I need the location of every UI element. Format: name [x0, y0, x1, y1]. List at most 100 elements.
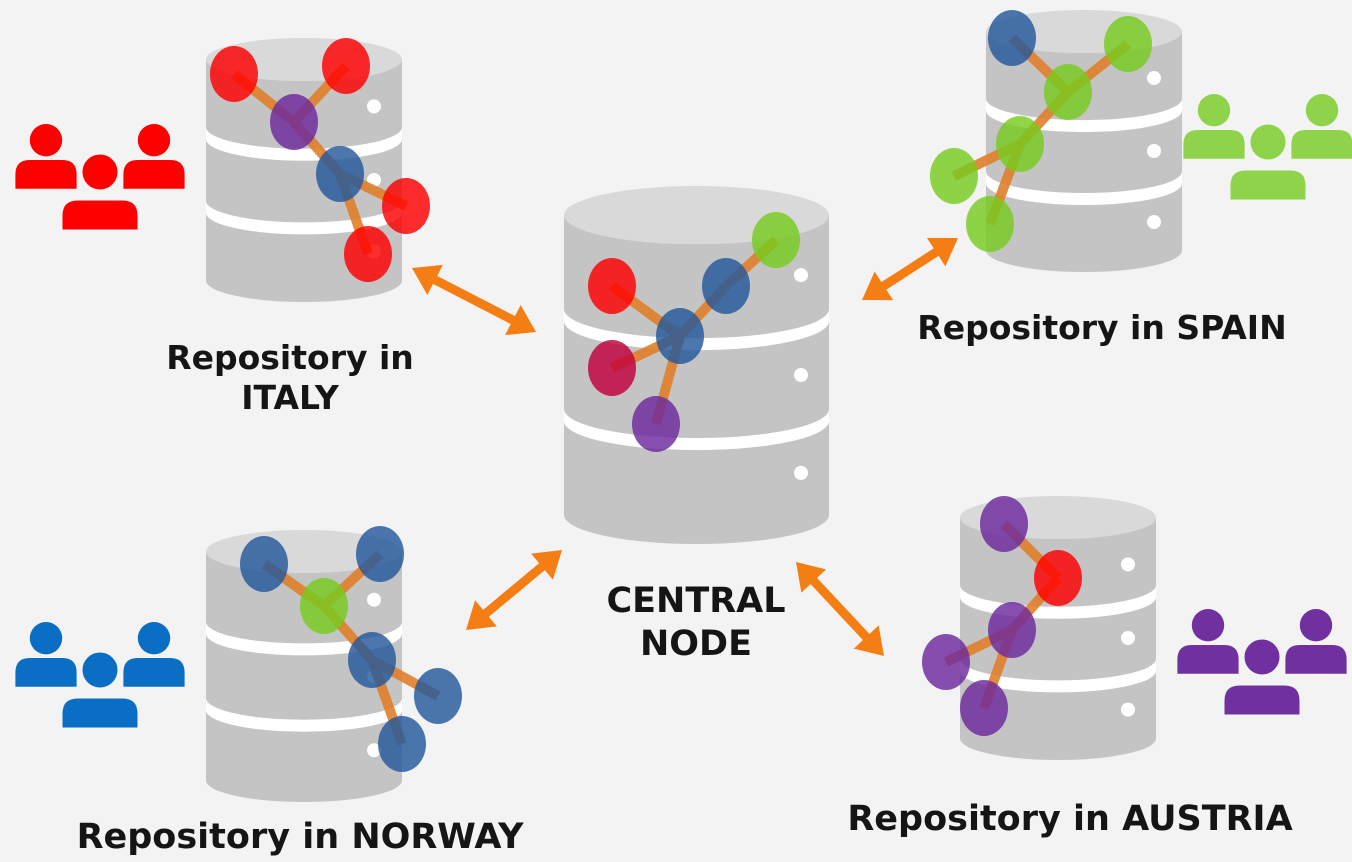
user-body: [1225, 165, 1311, 205]
arrow-shaft: [806, 574, 874, 644]
arrow-head: [466, 600, 497, 630]
graph-node-icon: [1034, 550, 1082, 606]
double-arrow-icon-austria: [796, 562, 884, 656]
user-body: [15, 160, 77, 189]
label-italy-line1: Repository in: [166, 338, 414, 377]
users-icon-norway: [15, 622, 185, 733]
graph-node-icon: [210, 46, 258, 102]
database-led: [367, 743, 381, 758]
database-led: [1121, 702, 1135, 717]
double-arrow-icon-spain: [862, 237, 958, 301]
user-body: [1177, 645, 1239, 674]
graph-norway: [240, 526, 462, 772]
arrow-shaft: [479, 559, 549, 621]
database-body: [206, 551, 402, 802]
label-norway-line1: Repository in NORWAY: [76, 817, 524, 857]
graph-node-icon: [930, 148, 978, 204]
database-led: [367, 592, 381, 607]
graph-node-icon: [656, 308, 704, 364]
graph-node-icon: [922, 634, 970, 690]
graph-node-icon: [980, 496, 1028, 552]
database-band: [960, 658, 1156, 693]
label-austria: Repository in AUSTRIA: [840, 798, 1300, 841]
graph-node-icon: [752, 212, 800, 268]
user-body: [123, 160, 185, 189]
database-led: [367, 99, 381, 114]
database-band: [206, 698, 402, 732]
user-center: [1225, 119, 1311, 205]
user-body: [57, 195, 143, 235]
users-icon-italy: [15, 124, 185, 235]
arrow-head: [505, 304, 536, 336]
database-led: [794, 368, 808, 382]
graph-node-icon: [988, 10, 1036, 66]
user-body: [1183, 130, 1245, 159]
database-body: [960, 517, 1156, 760]
graph-italy: [210, 38, 430, 282]
database-led: [1121, 631, 1135, 645]
user-head: [137, 124, 171, 157]
graph-node-icon: [414, 668, 462, 724]
database-led: [1147, 144, 1161, 158]
graph-node-icon: [316, 146, 364, 202]
database-body: [986, 31, 1182, 273]
double-arrow-icon-italy: [412, 264, 536, 336]
double-arrow-icon-norway: [466, 550, 562, 630]
graph-node-icon: [378, 716, 426, 772]
label-norway: Repository in NORWAY: [60, 816, 540, 859]
label-italy: Repository in ITALY: [150, 338, 430, 419]
user-head: [137, 622, 171, 655]
user-center: [1219, 634, 1305, 720]
graph-node-icon: [960, 680, 1008, 736]
graph-node-icon: [356, 526, 404, 582]
user-body: [1285, 645, 1347, 674]
user-head: [1191, 609, 1225, 642]
label-central: CENTRAL NODE: [586, 580, 806, 665]
user-center: [57, 149, 143, 235]
graph-node-icon: [996, 116, 1044, 172]
database-icon-spain: [986, 10, 1182, 273]
graph-node-icon: [588, 258, 636, 314]
database-band: [986, 171, 1182, 206]
user-head: [1245, 119, 1291, 165]
user-body: [15, 658, 77, 687]
graph-node-icon: [322, 38, 370, 94]
graph-node-icon: [240, 536, 288, 592]
user-body: [1291, 130, 1352, 159]
arrow-head: [862, 271, 894, 301]
label-spain: Repository in SPAIN: [896, 308, 1308, 348]
graph-spain: [930, 10, 1152, 252]
user-center: [57, 647, 143, 733]
user-head: [1305, 94, 1339, 127]
graph-node-icon: [270, 94, 318, 150]
arrow-head: [926, 237, 958, 267]
arrow-head: [796, 562, 827, 593]
graph-node-icon: [588, 340, 636, 396]
user-head: [1239, 634, 1285, 680]
arrow-head: [412, 264, 443, 296]
graph-node-icon: [344, 226, 392, 282]
graph-node-icon: [702, 258, 750, 314]
graph-node-icon: [988, 602, 1036, 658]
users-icon-spain: [1183, 94, 1352, 205]
user-head: [77, 647, 123, 693]
database-led: [794, 465, 808, 480]
user-head: [29, 124, 63, 157]
graph-node-icon: [382, 178, 430, 234]
label-spain-line1: Repository in SPAIN: [917, 308, 1287, 347]
graph-node-icon: [348, 632, 396, 688]
graph-node-icon: [966, 196, 1014, 252]
database-band: [564, 309, 829, 351]
arrow-shaft: [428, 273, 520, 327]
graph-austria: [922, 496, 1082, 736]
label-italy-line2: ITALY: [241, 378, 339, 418]
user-body: [57, 693, 143, 733]
label-central-line2: NODE: [639, 623, 752, 664]
arrow-head: [853, 625, 884, 656]
user-head: [77, 149, 123, 195]
graph-node-icon: [632, 396, 680, 452]
user-body: [123, 658, 185, 687]
label-austria-line1: Repository in AUSTRIA: [847, 799, 1293, 839]
users-icon-austria: [1177, 609, 1347, 720]
